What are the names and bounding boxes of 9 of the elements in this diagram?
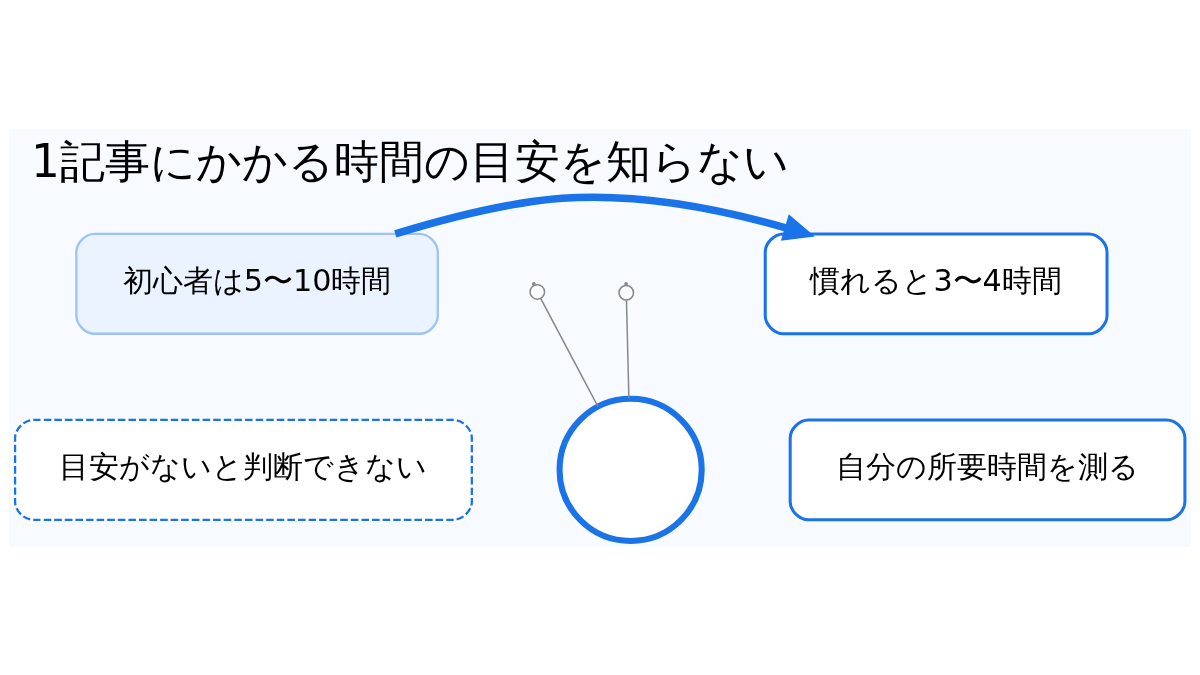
- node-box: 慣れると3〜4時間: [763, 231, 1109, 335]
- node-circle: [556, 395, 705, 544]
- node-box: 目安がないと判断できない: [13, 418, 473, 521]
- diagram-title: 1記事にかかる時間の目安を知らない: [30, 134, 789, 188]
- connector: [625, 298, 630, 399]
- node-box: 自分の所要時間を測る: [788, 417, 1187, 521]
- node-box: 初心者は5〜10時間: [75, 232, 439, 335]
- connector: [540, 297, 599, 407]
- arrow: [394, 193, 815, 241]
